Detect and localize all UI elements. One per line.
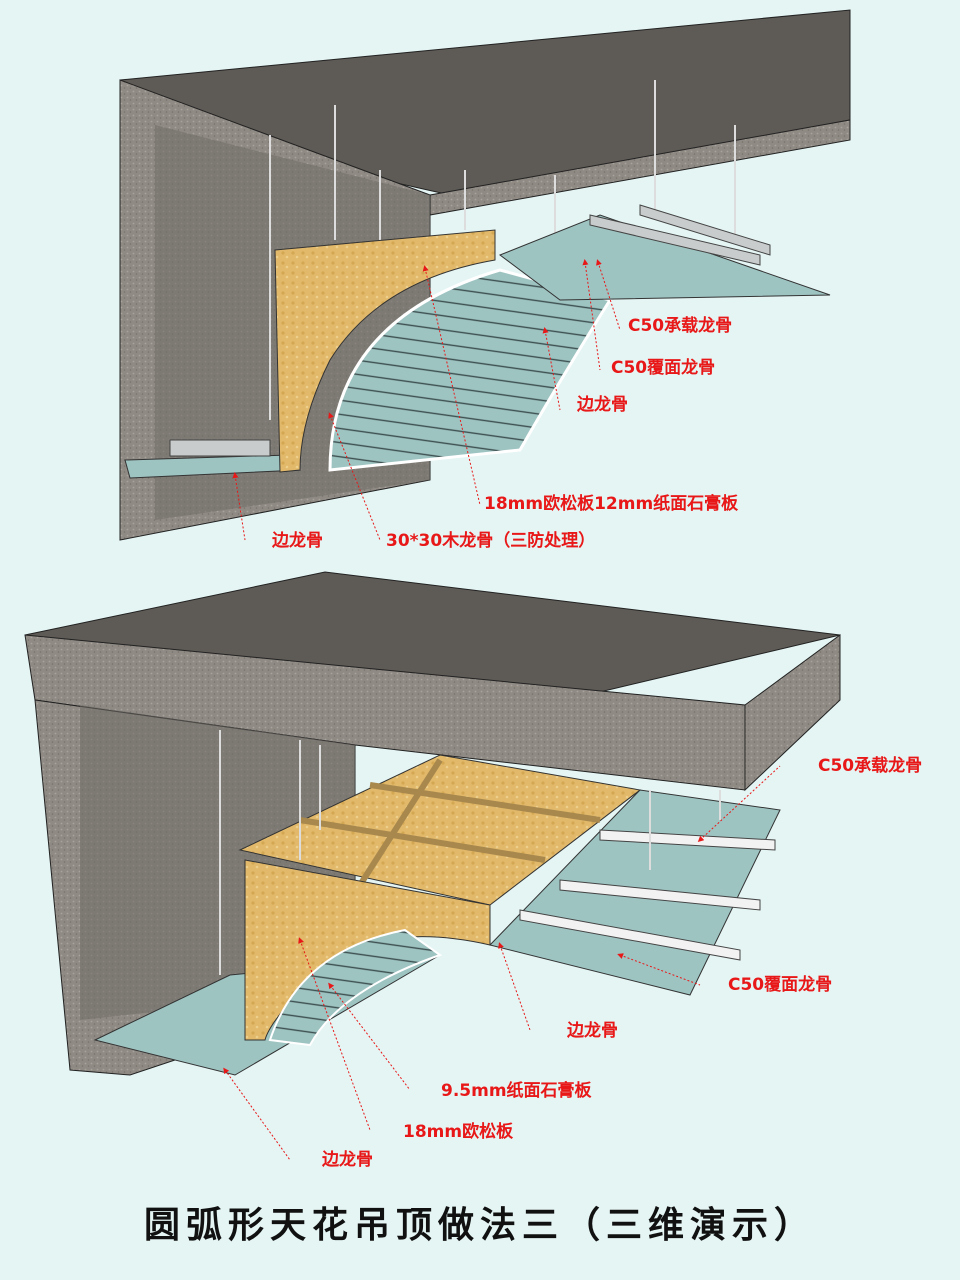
top-label-boards: 18mm欧松板12mm纸面石膏板 [484, 494, 739, 514]
bottom-curved-gypsum [268, 928, 443, 1047]
bottom-label-osb: 18mm欧松板 [403, 1122, 514, 1142]
bottom-label-c50-main: C50承载龙骨 [818, 756, 923, 776]
bottom-label-c50-cover: C50覆面龙骨 [728, 975, 833, 995]
top-right-board [498, 214, 831, 301]
top-label-wood-keel: 30*30木龙骨（三防处理） [386, 531, 596, 551]
bottom-label-edge-left: 边龙骨 [322, 1150, 373, 1170]
top-label-edge-left: 边龙骨 [272, 531, 323, 551]
page-title: 圆弧形天花吊顶做法三（三维演示） [143, 1205, 816, 1246]
bottom-slab-face [24, 634, 746, 791]
bottom-slab-side [744, 634, 841, 792]
top-osb-panel [274, 229, 496, 473]
top-diagram [119, 9, 851, 541]
top-label-edge-right: 边龙骨 [577, 395, 628, 415]
top-label-c50-cover: C50覆面龙骨 [611, 358, 716, 378]
bottom-label-gypsum: 9.5mm纸面石膏板 [441, 1081, 592, 1101]
bottom-diagram [24, 571, 841, 1161]
bottom-label-edge-right: 边龙骨 [567, 1021, 618, 1041]
top-label-c50-main: C50承载龙骨 [628, 316, 733, 336]
top-curved-gypsum [328, 268, 613, 472]
